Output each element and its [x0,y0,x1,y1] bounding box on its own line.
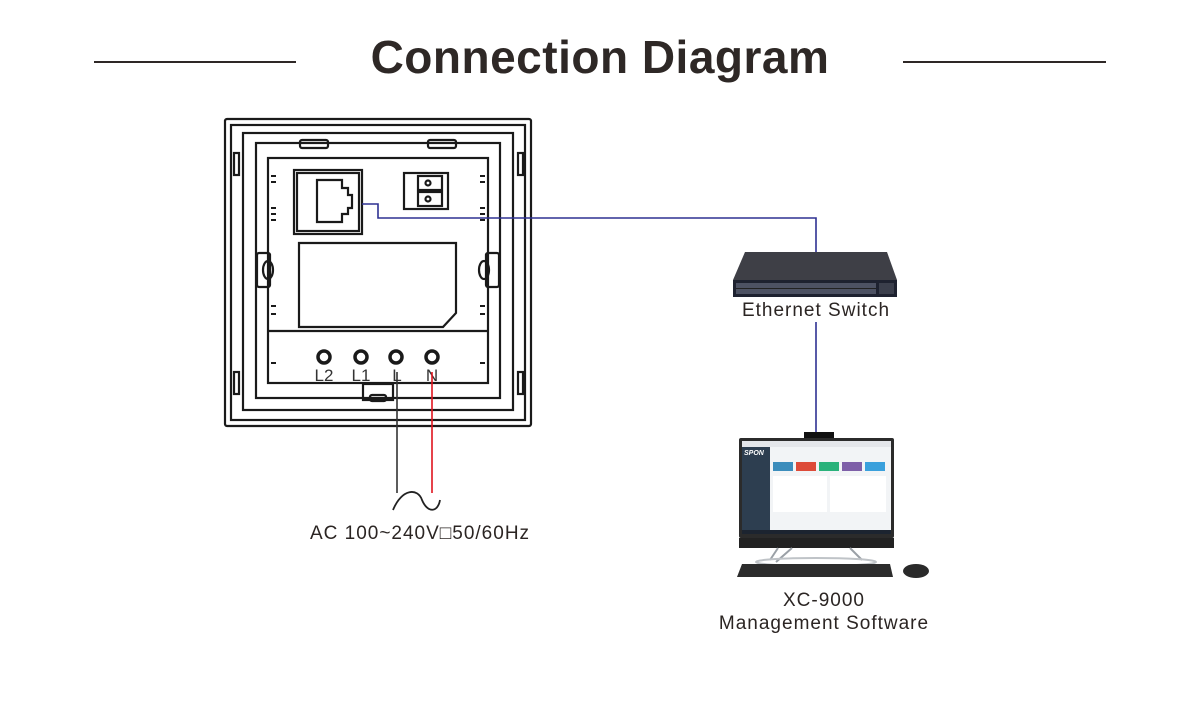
rj45-jack-icon [315,178,354,224]
title-rule-left [94,61,296,63]
all-in-one-pc-icon: SPON [737,432,929,578]
rj45-port-housing [292,168,364,236]
bottom-clip-latch [368,393,388,403]
vent-ribs [271,175,485,364]
terminal-pin-top [416,174,444,192]
switch-top [733,252,897,280]
side-tab [516,151,525,177]
pc-software-label: Management Software [718,613,930,634]
screw-hole-left [261,259,275,281]
mouse-icon [903,564,929,578]
network-cable-device-switch [362,203,817,252]
screen-taskbar [742,530,891,534]
side-tab [232,370,241,396]
panel-frame-inner [229,123,527,422]
page-title: Connection Diagram [370,31,830,83]
terminal-l-icon [388,349,404,365]
terminal-screw-icon [424,195,432,203]
screw-hole-right [477,259,491,281]
terminal-label-l1: L1 [352,366,371,385]
label-area [297,241,458,329]
rj45-port-inner [295,171,361,233]
screen-sidebar [742,447,770,534]
power-terminals [316,349,440,365]
terminal-l2-icon [316,349,332,365]
title-rule-right [903,61,1106,63]
pc-speaker-bar [739,538,894,548]
screen-table-right [830,476,886,512]
screen-brand: SPON [744,450,765,457]
screen-card [796,462,816,471]
screen-card [842,462,862,471]
ethernet-switch-icon [733,252,897,297]
panel-frame-3 [254,141,502,400]
screen-card [773,462,793,471]
terminal-n-icon [424,349,440,365]
terminal-block [402,171,450,211]
top-clip-right [426,138,458,150]
power-spec-label: AC 100~240V□50/60Hz [309,523,531,544]
terminal-label-l2: L2 [315,366,334,385]
keyboard-icon [737,564,893,577]
switch-label: Ethernet Switch [741,300,891,321]
terminal-screw-icon [424,179,432,187]
screen-browser-bar [742,441,891,447]
screen-card [819,462,839,471]
wall-panel-device [223,117,533,428]
side-tab [232,151,241,177]
pc-webcam [804,432,834,439]
terminal-pin-bottom [416,190,444,208]
side-tab [516,370,525,396]
switch-uplink-ports [879,283,894,294]
panel-frame-2 [241,131,515,412]
mount-bracket-left [255,251,272,289]
pc-model-label: XC-9000 [783,590,865,611]
screen-table-left [773,476,827,512]
mount-bracket-right [484,251,501,289]
screen-card [865,462,885,471]
ac-sine-icon [392,491,441,511]
top-clip-left [298,138,330,150]
pc-stand [769,547,863,563]
terminal-l1-icon [353,349,369,365]
panel-outer-frame [223,117,533,428]
